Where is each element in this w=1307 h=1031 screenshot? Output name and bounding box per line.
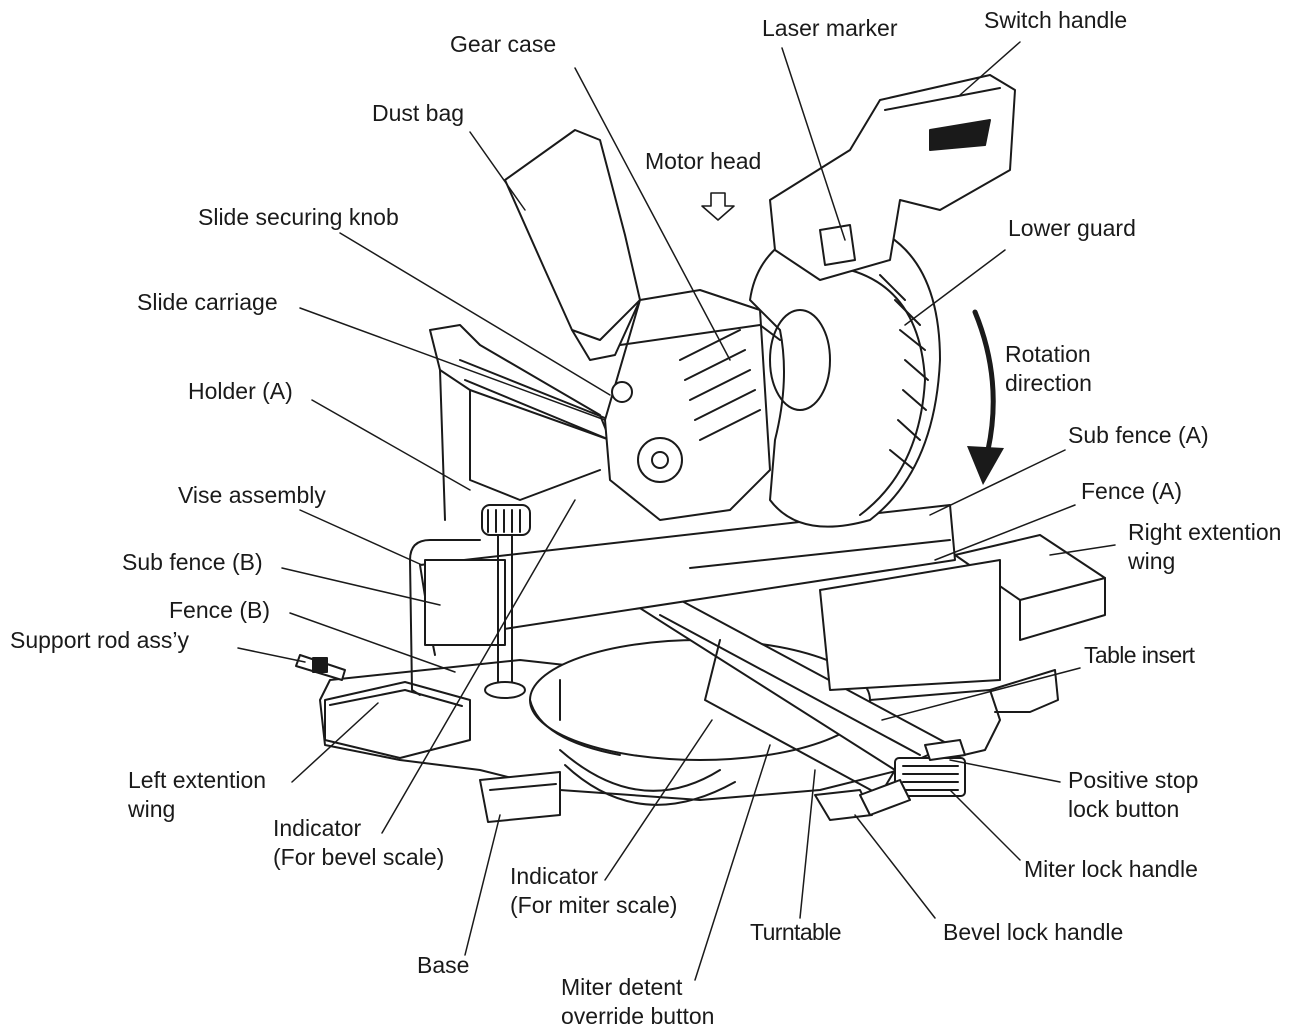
label-slide-carriage: Slide carriage: [137, 289, 278, 315]
label-laser-marker: Laser marker: [762, 15, 898, 41]
label-motor-head: Motor head: [645, 148, 762, 174]
label-dust-bag: Dust bag: [372, 100, 465, 126]
label-sub-fence-b: Sub fence (B): [122, 549, 263, 575]
dust-bag: [504, 129, 641, 361]
label-switch-handle: Switch handle: [984, 7, 1128, 33]
label-lower-guard: Lower guard: [1008, 215, 1136, 241]
label-sub-fence-a: Sub fence (A): [1068, 422, 1209, 448]
lower-guard: [749, 219, 941, 528]
label-miter-lock-handle: Miter lock handle: [1024, 856, 1198, 882]
label-bevel-lock-handle: Bevel lock handle: [943, 919, 1124, 945]
label-gear-case: Gear case: [450, 31, 557, 57]
rotation-arrow-icon: [967, 309, 1004, 485]
label-holder-a: Holder (A): [188, 378, 293, 404]
label-miter-detent-override-button: Miter detent override button: [561, 974, 715, 1029]
fence-assembly: [419, 504, 956, 656]
label-support-rod: Support rod ass’y: [10, 627, 189, 653]
label-indicator-miter: Indicator (For miter scale): [510, 863, 678, 918]
right-extention-wing: [819, 534, 1106, 691]
label-vise-assembly: Vise assembly: [178, 482, 326, 508]
vise-assembly: [409, 504, 531, 699]
label-indicator-bevel: Indicator (For bevel scale): [273, 815, 445, 870]
slide-carriage: [604, 289, 781, 521]
switch-handle: [769, 74, 1016, 281]
left-extention-wing: [324, 681, 471, 759]
motor-head-arrow-icon: [701, 192, 735, 221]
label-base: Base: [417, 952, 470, 978]
label-fence-a: Fence (A): [1081, 478, 1182, 504]
label-slide-securing-knob: Slide securing knob: [198, 204, 399, 230]
label-right-extention-wing: Right extention wing: [1128, 519, 1282, 574]
label-positive-stop-lock-button: Positive stop lock button: [1068, 767, 1199, 822]
label-table-insert: Table insert: [1084, 642, 1195, 668]
label-left-extention-wing: Left extention wing: [128, 767, 267, 822]
slide-rails: [429, 324, 611, 521]
label-turntable: Turntable: [750, 919, 842, 945]
label-fence-b: Fence (B): [169, 597, 270, 623]
bevel-lock-handle: [859, 739, 966, 816]
label-rotation-direction: Rotation direction: [1005, 341, 1092, 396]
leader-lines: [237, 41, 1116, 981]
support-rod: [295, 654, 346, 681]
